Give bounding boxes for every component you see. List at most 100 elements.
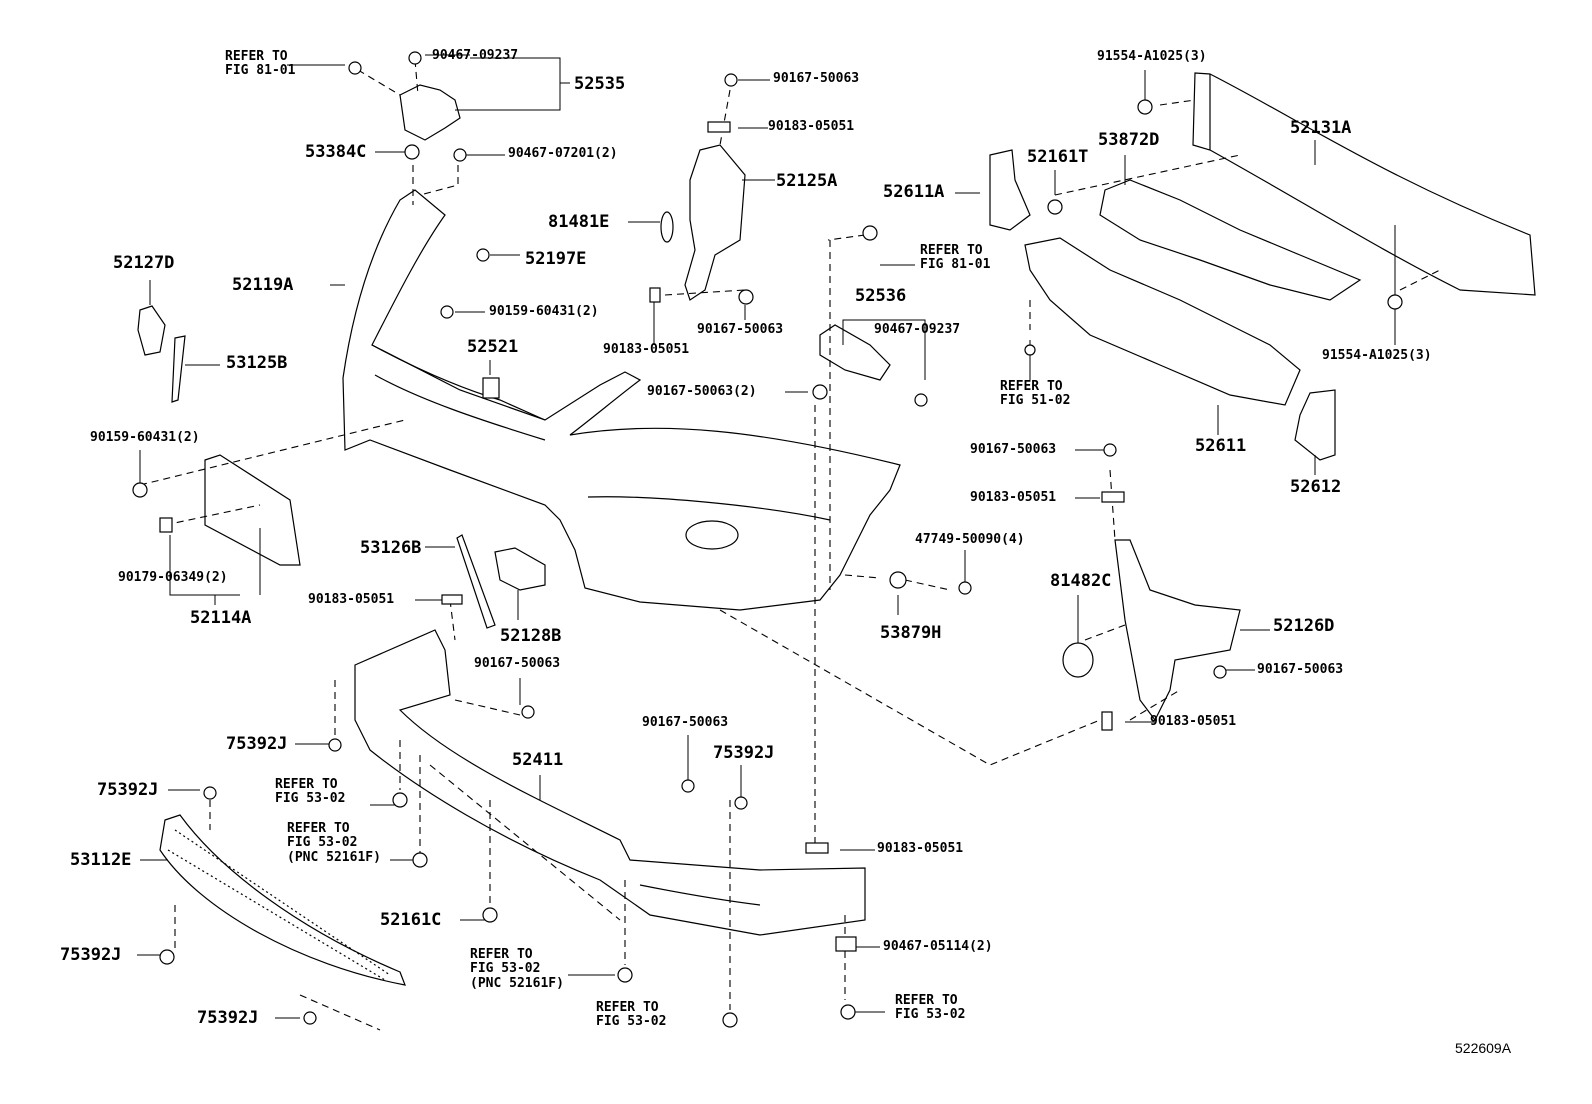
clip-icon <box>203 786 217 800</box>
screw-icon <box>812 384 828 400</box>
part-label: 90467-05114(2) <box>883 939 993 954</box>
part-label: 52127D <box>113 253 175 273</box>
part-label: 81482C <box>1050 571 1112 591</box>
part-label: 90167-50063 <box>1257 662 1344 677</box>
grommet-icon <box>1062 642 1094 678</box>
nut-icon <box>914 393 928 407</box>
screw-icon <box>840 1004 856 1020</box>
bolt-icon <box>1387 294 1403 310</box>
clip-icon <box>412 852 428 868</box>
part-label: 52197E <box>525 249 587 269</box>
screw-icon <box>738 289 754 305</box>
part-label: 52131A <box>1290 118 1352 138</box>
garnish-53125B <box>171 335 186 403</box>
grommet-icon <box>660 211 674 243</box>
part-label: 53879H <box>880 623 942 643</box>
part-label: 53384C <box>305 142 367 162</box>
part-label: 52411 <box>512 750 564 770</box>
clip-icon <box>392 792 408 808</box>
part-label: 90167-50063 <box>642 715 729 730</box>
part-label: 75392J <box>197 1008 259 1028</box>
part-label: 90179-06349(2) <box>118 570 228 585</box>
part-label: 90183-05051 <box>308 592 395 607</box>
leader-lines <box>137 54 1396 1019</box>
grille-53112E <box>159 814 406 986</box>
screw-icon <box>132 482 148 498</box>
part-label: 90183-05051 <box>970 490 1057 505</box>
part-label: 52126D <box>1273 616 1335 636</box>
clip-icon <box>328 738 342 752</box>
refer-note: REFER TO FIG 53-02 <box>596 1000 667 1030</box>
retainer-52128B <box>494 547 546 591</box>
fastener-icon <box>348 61 362 75</box>
part-label: 75392J <box>60 945 122 965</box>
part-label: 53872D <box>1098 130 1160 150</box>
part-label: 75392J <box>713 743 775 763</box>
part-label: 47749-50090(4) <box>915 532 1025 547</box>
part-label: 90167-50063 <box>697 322 784 337</box>
bracket-52536 <box>819 324 891 381</box>
part-label: 52128B <box>500 626 562 646</box>
part-label: 52612 <box>1290 477 1342 497</box>
clip-icon <box>734 796 748 810</box>
refer-note: REFER TO FIG 51-02 <box>1000 379 1071 409</box>
clip-icon <box>476 248 490 262</box>
part-label: 75392J <box>226 734 288 754</box>
clip-icon <box>958 581 972 595</box>
screw-icon <box>440 305 454 319</box>
part-label: 91554-A1025(3) <box>1097 49 1207 64</box>
fastener-icon <box>408 51 422 65</box>
part-label: 53125B <box>226 353 288 373</box>
part-label: 52611 <box>1195 436 1247 456</box>
clip-icon <box>617 967 633 983</box>
part-label: 90159-60431(2) <box>90 430 200 445</box>
clip-icon <box>404 144 420 160</box>
part-label: 52114A <box>190 608 252 628</box>
refer-note: REFER TO FIG 53-02 <box>275 777 346 807</box>
bracket-52126D <box>1114 539 1241 722</box>
spacer-52612 <box>1294 389 1336 461</box>
absorber-53872D <box>1099 179 1362 301</box>
clip-icon <box>159 949 175 965</box>
screw-icon <box>1213 665 1227 679</box>
bracket-52125A <box>684 144 746 301</box>
garnish-53126B <box>456 534 496 629</box>
part-label: 52611A <box>883 182 945 202</box>
part-label: 52535 <box>574 74 626 94</box>
part-label: 52161C <box>380 910 442 930</box>
part-label: 90167-50063 <box>773 71 860 86</box>
part-label: 90183-05051 <box>603 342 690 357</box>
clip-icon <box>722 1012 738 1028</box>
part-label: 90183-05051 <box>877 841 964 856</box>
refer-note: REFER TO FIG 53-02 (PNC 52161F) <box>470 947 564 991</box>
absorber-52611 <box>1024 237 1301 406</box>
bolt-icon <box>862 225 878 241</box>
bracket-icon <box>889 571 907 589</box>
nut-icon <box>159 517 173 533</box>
part-label: 53112E <box>70 850 132 870</box>
part-label: 90183-05051 <box>1150 714 1237 729</box>
nut-icon <box>707 121 731 133</box>
part-label: 52119A <box>232 275 294 295</box>
part-label: 90167-50063(2) <box>647 384 757 399</box>
refer-note: REFER TO FIG 81-01 <box>920 243 991 273</box>
fasteners <box>132 51 1403 1028</box>
stud-icon <box>1024 344 1036 356</box>
refer-note: REFER TO FIG 81-01 <box>225 49 296 79</box>
part-label: 91554-A1025(3) <box>1322 348 1432 363</box>
part-label: 52521 <box>467 337 519 357</box>
dashed-assembly-lines <box>139 59 1441 1031</box>
part-label: 90183-05051 <box>768 119 855 134</box>
bracket-icon <box>482 377 500 399</box>
nut-icon <box>441 594 463 605</box>
retainer-52127D <box>137 305 166 356</box>
bolt-icon <box>1137 99 1153 115</box>
reinforcement-52131A <box>1192 72 1536 296</box>
nut-icon <box>835 936 857 952</box>
part-label: 90467-09237 <box>874 322 961 337</box>
part-label: 52536 <box>855 286 907 306</box>
nut-icon <box>805 842 829 854</box>
bumper-cover-52119A <box>342 189 901 611</box>
